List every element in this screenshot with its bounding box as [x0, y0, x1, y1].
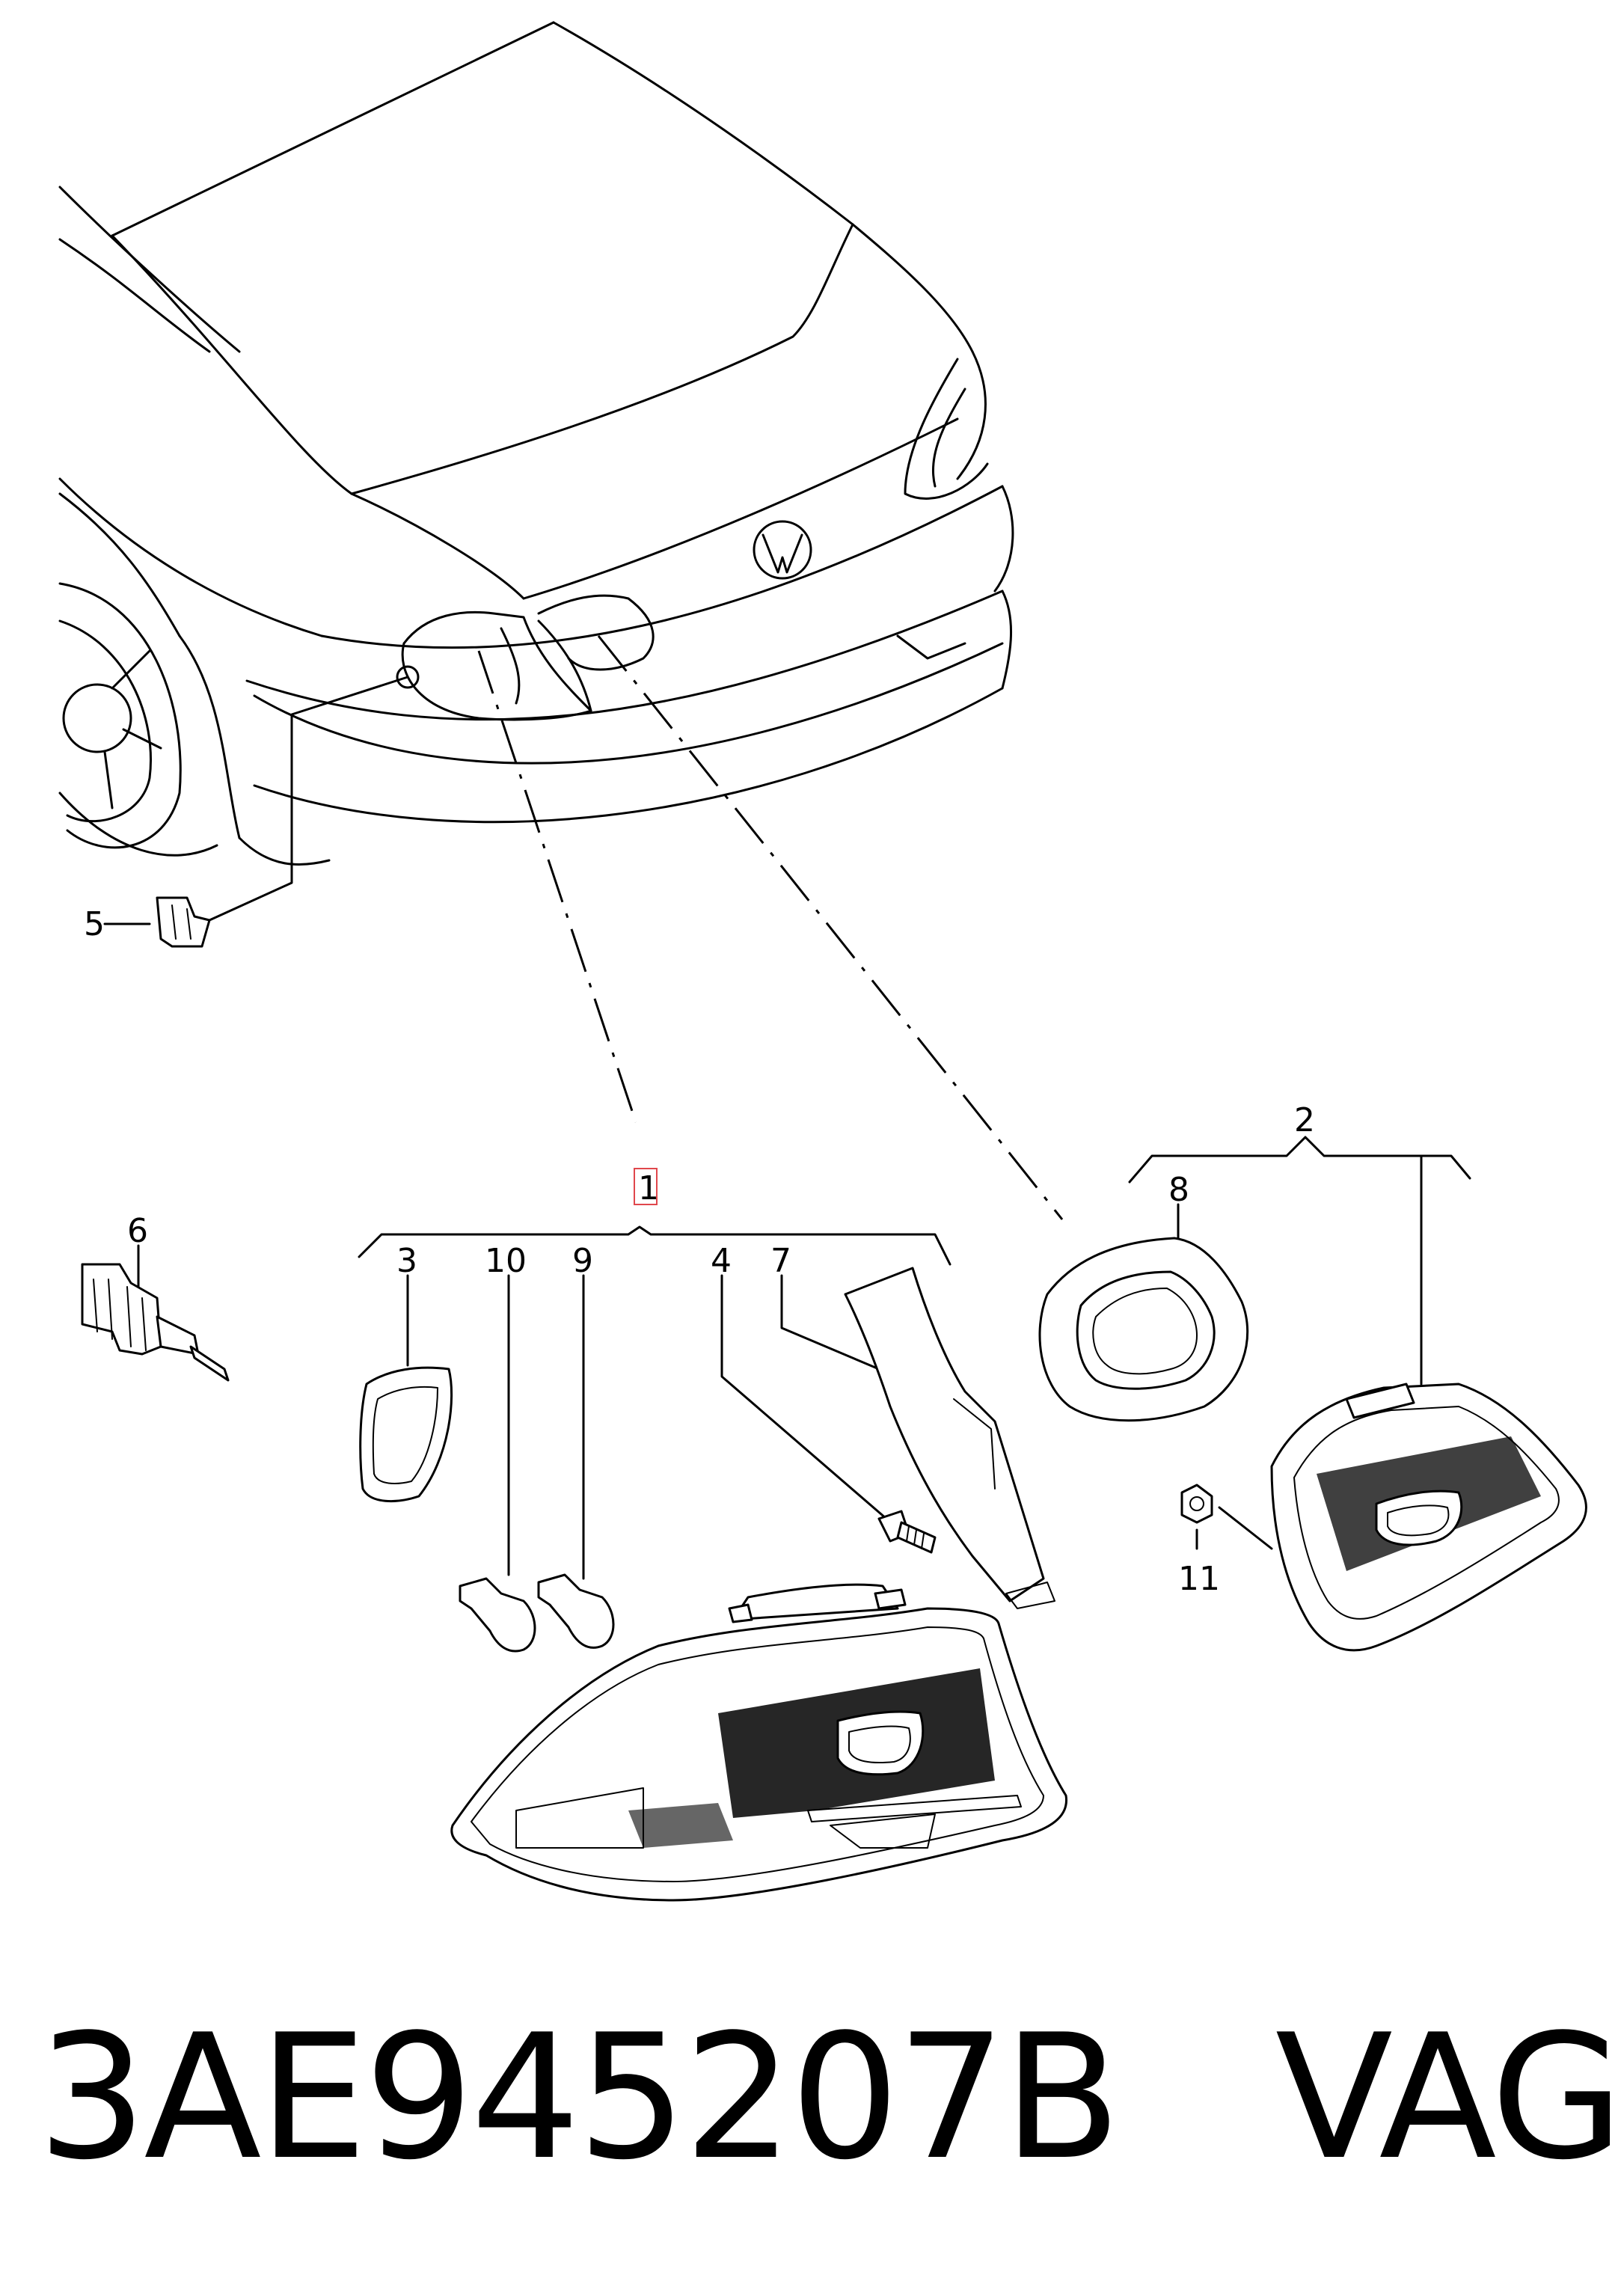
callout-11: 11	[1178, 1560, 1220, 1598]
vendor-name: VAG	[1275, 1998, 1618, 2198]
car-rear-illustration	[58, 21, 1014, 866]
part-3-gasket	[359, 1274, 453, 1503]
callout-4: 4	[711, 1242, 732, 1280]
callout-9: 9	[572, 1242, 593, 1280]
part-8-gasket	[1038, 1203, 1249, 1422]
part-6-bulb-socket	[81, 1244, 230, 1382]
part-4-screw	[720, 1274, 937, 1554]
leader-lines	[208, 635, 1064, 1220]
callout-5: 5	[84, 905, 105, 943]
rear-wheel	[58, 582, 182, 849]
callout-8: 8	[1168, 1171, 1189, 1209]
part-1-outer-tail-light	[450, 1583, 1068, 1902]
part-1-group-bracket	[358, 1168, 952, 1266]
callout-2: 2	[1294, 1101, 1315, 1139]
callout-6: 6	[127, 1212, 148, 1250]
part-11-nut	[1180, 1484, 1273, 1550]
part-number: 3AE945207B	[37, 1998, 1121, 2198]
part-5-clip	[103, 896, 211, 948]
part-7-cover	[780, 1267, 1055, 1609]
part-2-group-bracket	[1128, 1136, 1471, 1184]
part-2-inner-tail-light	[1270, 1154, 1587, 1652]
callout-10: 10	[485, 1242, 527, 1280]
part-number-caption: 3AE945207B VAG	[37, 1998, 1618, 2198]
callout-7: 7	[770, 1242, 791, 1280]
part-10-bulb	[459, 1274, 536, 1653]
part-9-bulb	[537, 1274, 615, 1649]
callout-1-highlight-box	[634, 1168, 658, 1205]
callout-1: 1	[638, 1169, 659, 1207]
callout-labels: 1 2 3 4 5 6 7 8 9 10 11	[84, 905, 1315, 1598]
callout-3: 3	[396, 1242, 417, 1280]
brand-emblem	[753, 520, 812, 580]
